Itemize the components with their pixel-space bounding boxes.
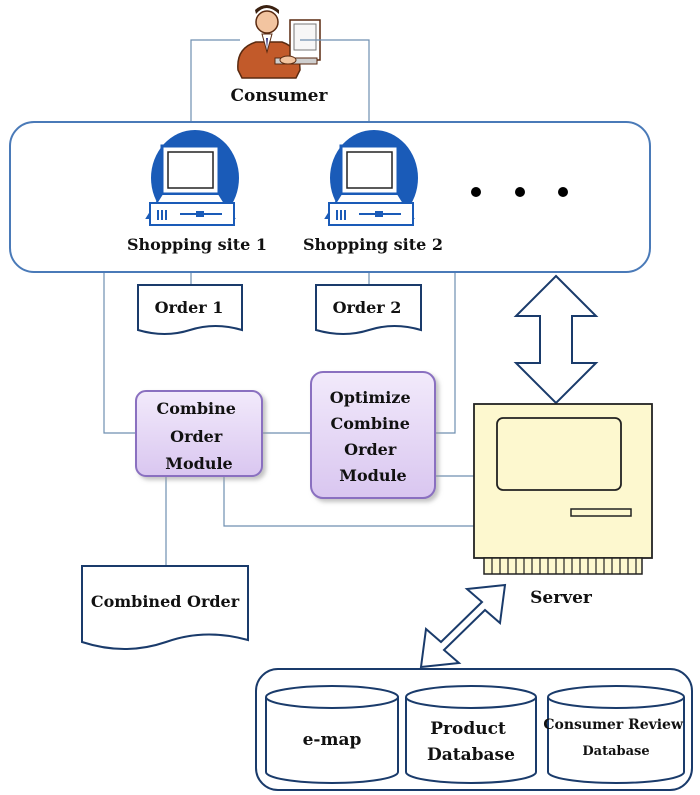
- frame-server-double-arrow: [513, 274, 599, 405]
- optimize-module-line-1: Optimize: [330, 388, 411, 407]
- product-db-line-2: Database: [427, 745, 515, 765]
- site-2-label: Shopping site 2: [303, 235, 443, 254]
- more-sites-ellipsis: [471, 187, 568, 197]
- svg-text:Combine Order Module: Combine Order Module: [157, 399, 242, 473]
- review-db-line-2: Database: [582, 744, 649, 759]
- review-db-line-1: Consumer Review: [543, 717, 684, 733]
- server-computer-icon: [473, 403, 653, 575]
- emap-label: e-map: [303, 730, 362, 750]
- order-1-document: [137, 284, 243, 335]
- consumer-icon: [237, 5, 321, 79]
- optimize-module-line-2: Combine: [331, 414, 410, 433]
- site-1-label: Shopping site 1: [127, 235, 267, 254]
- optimize-module-line-3: Order: [344, 440, 397, 459]
- combine-module-line-1: Combine: [157, 399, 236, 418]
- consumer-review-database-cylinder: [547, 685, 685, 784]
- server-label: Server: [530, 588, 593, 608]
- combined-order-document: [81, 565, 249, 650]
- optimize-module-line-4: Module: [339, 466, 406, 485]
- svg-text:Optimize Combine Order: Optimize Combine Order Module: [330, 388, 416, 485]
- computer-icon-site-2: [324, 130, 418, 226]
- server-database-double-arrow: [419, 583, 507, 669]
- optimize-combine-order-module-box: [310, 371, 436, 499]
- product-database-cylinder: [405, 685, 537, 784]
- svg-text:Consumer Review Database: Consumer Review Database: [543, 714, 688, 759]
- combine-order-module-box: [135, 390, 263, 477]
- computer-icon-site-1: [145, 130, 239, 226]
- svg-text:Product Database: Product Database: [427, 719, 515, 765]
- order-2-label: Order 2: [333, 298, 402, 317]
- emap-database-cylinder: [265, 685, 399, 784]
- product-db-line-1: Product: [430, 719, 506, 739]
- consumer-label: Consumer: [231, 86, 329, 106]
- combine-module-line-3: Module: [165, 454, 232, 473]
- order-1-label: Order 1: [155, 298, 224, 317]
- combine-module-line-2: Order: [170, 427, 223, 446]
- combined-order-label: Combined Order: [91, 592, 240, 611]
- order-2-document: [315, 284, 422, 335]
